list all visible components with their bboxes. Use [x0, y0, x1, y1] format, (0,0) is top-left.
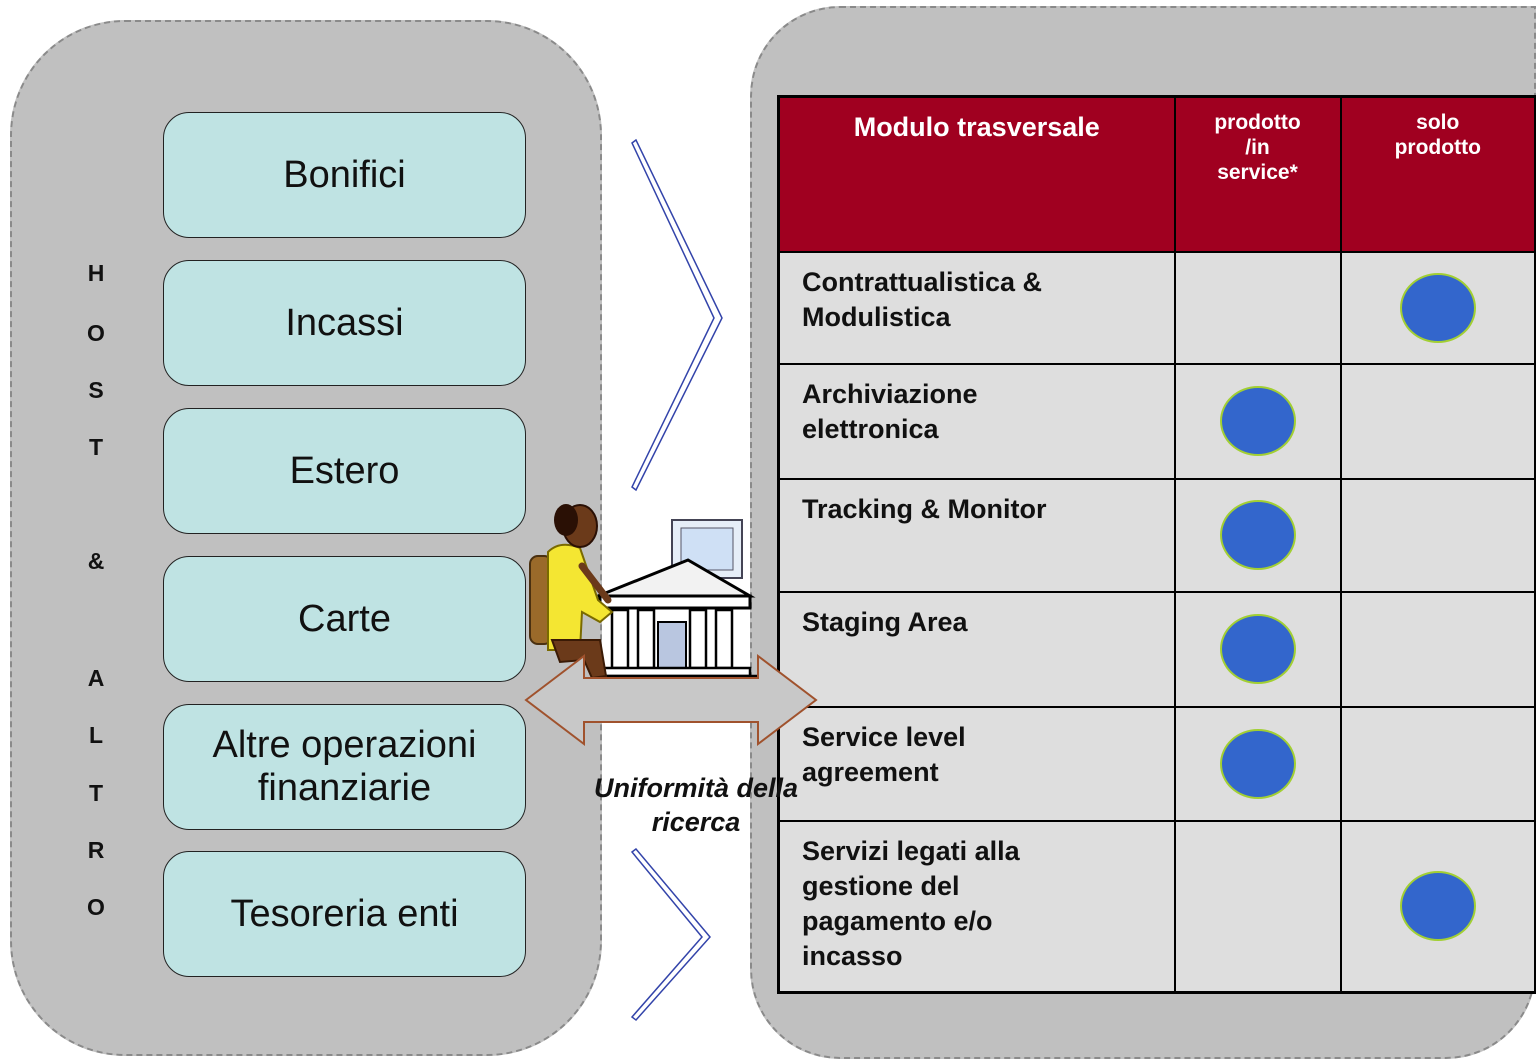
- row-label: Staging Area: [777, 590, 1176, 708]
- header-product-only: solo prodotto: [1339, 95, 1536, 253]
- vertical-letter: A: [87, 665, 105, 691]
- vertical-letter: R: [87, 837, 105, 863]
- cell-product-service: [1173, 362, 1342, 480]
- bank-building-icon: [590, 519, 758, 686]
- row-label: Servizi legati alla gestione del pagamen…: [777, 819, 1176, 994]
- header-module: Modulo trasversale: [777, 95, 1176, 253]
- check-dot: [1219, 614, 1296, 684]
- cell-product-only: [1339, 250, 1536, 365]
- vertical-letter: S: [88, 377, 104, 403]
- module-box-bonifici: Bonifici: [163, 112, 526, 238]
- header-product-service: prodotto /in service*: [1173, 95, 1342, 253]
- chevron-bottom-icon: [630, 847, 711, 1022]
- check-dot: [1399, 871, 1476, 942]
- cell-product-service: [1173, 705, 1342, 822]
- module-box-estero: Estero: [163, 408, 526, 534]
- cell-product-service: [1173, 590, 1342, 708]
- vertical-letter: T: [88, 434, 104, 460]
- cell-product-service: [1173, 477, 1342, 593]
- cell-product-only: [1339, 590, 1536, 708]
- cell-product-only: [1339, 477, 1536, 593]
- vertical-letter: L: [88, 722, 104, 748]
- cell-product-only: [1339, 819, 1536, 994]
- woman-at-computer-icon: [529, 504, 614, 680]
- vertical-letter: T: [88, 780, 104, 806]
- row-label: Service level agreement: [777, 705, 1176, 822]
- table-row: Service level agreement: [777, 705, 1536, 822]
- table-row: Tracking & Monitor: [777, 477, 1536, 593]
- table-header-row: Modulo trasversale prodotto /in service*…: [777, 95, 1536, 253]
- table-row: Staging Area: [777, 590, 1536, 708]
- row-label: Contrattualistica & Modulistica: [777, 250, 1176, 365]
- cell-product-service: [1173, 819, 1342, 994]
- module-box-altre-operazioni: Altre operazioni finanziarie: [163, 704, 526, 830]
- chevron-top-icon: [631, 138, 723, 492]
- module-box-carte: Carte: [163, 556, 526, 682]
- check-dot: [1399, 272, 1476, 343]
- vertical-letter: H: [87, 260, 105, 286]
- capability-table: Modulo trasversale prodotto /in service*…: [777, 95, 1536, 994]
- table-row: Servizi legati alla gestione del pagamen…: [777, 819, 1536, 994]
- cell-product-only: [1339, 362, 1536, 480]
- module-box-incassi: Incassi: [163, 260, 526, 386]
- cell-product-only: [1339, 705, 1536, 822]
- vertical-letter: O: [87, 894, 105, 920]
- row-label: Archiviazione elettronica: [777, 362, 1176, 480]
- vertical-letter: &: [87, 548, 105, 574]
- double-arrow-icon: [524, 653, 818, 747]
- check-dot: [1219, 386, 1296, 456]
- check-dot: [1219, 728, 1296, 799]
- module-box-tesoreria-enti: Tesoreria enti: [163, 851, 526, 977]
- vertical-letter: O: [87, 320, 105, 346]
- arrow-caption: Uniformità della ricerca: [593, 773, 799, 837]
- cell-product-service: [1173, 250, 1342, 365]
- check-dot: [1219, 500, 1296, 570]
- row-label: Tracking & Monitor: [777, 477, 1176, 593]
- table-row: Archiviazione elettronica: [777, 362, 1536, 480]
- table-row: Contrattualistica & Modulistica: [777, 250, 1536, 365]
